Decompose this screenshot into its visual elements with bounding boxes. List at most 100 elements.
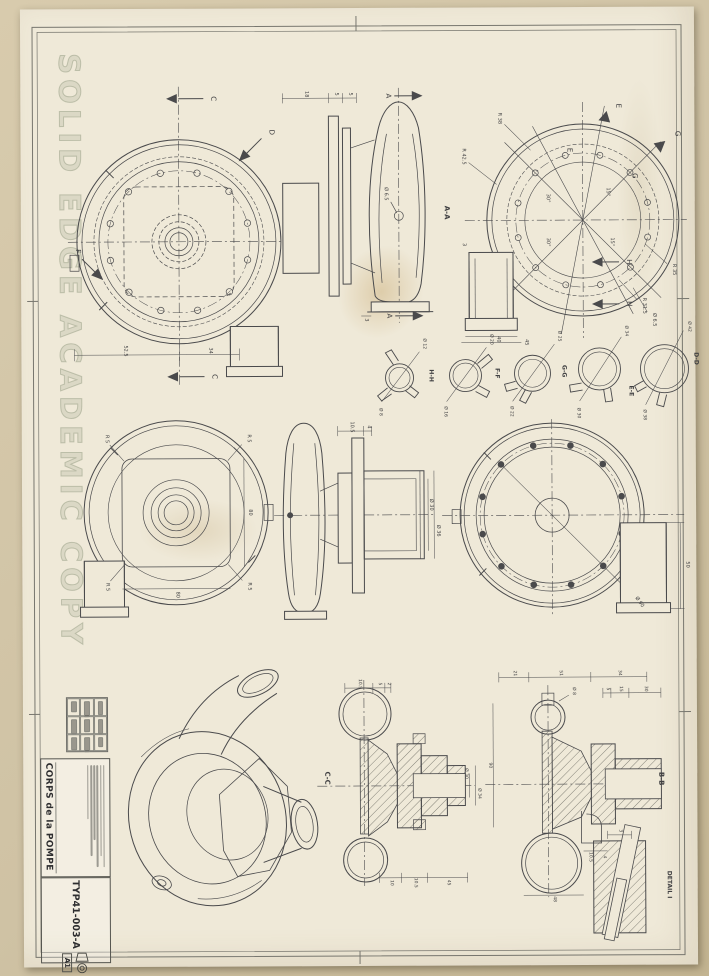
body-outline (127, 731, 287, 907)
square-boss (121, 458, 231, 568)
dim-lines (461, 336, 522, 343)
radius-leaders (468, 124, 668, 312)
dia-label: Ø 12 (421, 338, 428, 349)
dim-label: 30 (643, 686, 649, 692)
dim-label: 48 (552, 896, 558, 902)
web-section (551, 736, 592, 830)
cut-mark-c-bottom (167, 372, 205, 382)
dim-label: 3 (363, 318, 369, 321)
dim-label: 45 (446, 880, 452, 886)
angle-label: 30° (545, 238, 551, 247)
cut-label-e: E (614, 104, 622, 108)
dia-label: Ø 8 (378, 408, 385, 416)
flange-circles (93, 156, 265, 328)
hole-dia-label: Ø 8 (571, 687, 578, 695)
bore (604, 768, 662, 800)
bolt-holes (106, 169, 252, 314)
title-block: CORPS de la POMPE TYP41-003-A A1 (38, 697, 112, 973)
drawing-number: TYP41-003-A (70, 880, 82, 949)
parting-lug (263, 504, 274, 521)
dim-label: 52.5 (122, 345, 128, 356)
volute-side-profile (282, 422, 328, 620)
dim-label: 5 (333, 92, 339, 95)
dia-label: Ø 20 (488, 334, 495, 345)
radius-label: R 42.5 (461, 148, 467, 164)
cut-plane-lines (464, 102, 687, 339)
dim-lines (122, 458, 245, 590)
drain-boss (151, 875, 172, 891)
dim-lines (74, 348, 240, 362)
dim-lines (492, 671, 662, 896)
flange-plate (218, 757, 292, 877)
view-detail-i: DETAIL I 3 (593, 824, 673, 942)
dim-label: 5 (377, 682, 383, 685)
dia-label: Ø 38 (642, 409, 649, 420)
dia-label: Ø 25 (556, 331, 563, 342)
dim-label: 80 (174, 592, 180, 598)
corner-radius-label: R 5 (246, 582, 252, 590)
dim-label: 4 (366, 425, 372, 428)
cut-label-c-top: C (209, 96, 217, 101)
corner-leaders (109, 444, 243, 582)
revision-table (65, 697, 109, 753)
sheet-frame (27, 16, 691, 965)
corner-radius-label: R 5 (104, 583, 110, 591)
dim-lines (607, 830, 632, 839)
cut-label-g: G (673, 131, 681, 136)
radius-label: R 31.5 (641, 298, 647, 314)
view-section-g-g: Ø 22 Ø 25 G-G (503, 331, 568, 417)
flange-plate-1 (351, 437, 365, 594)
dim-label: 34 (207, 347, 213, 353)
cut-label-a-top: A (384, 93, 392, 98)
title-block-number: TYP41-003-A A1 (40, 877, 112, 973)
discharge-tube (178, 669, 279, 755)
drawing-sheet: SOLID EDGE ACADEMIC COPY (19, 6, 699, 973)
flange-plate-section (359, 737, 369, 835)
radius-label: R 35 (671, 264, 677, 275)
dim-label: 15 (618, 686, 624, 692)
shaft-steps (590, 743, 662, 825)
dim-label: 5 (605, 687, 611, 690)
section-label: G-G (560, 365, 567, 377)
corner-radius-label: R 5 (104, 435, 110, 443)
projection-symbol-icon (75, 952, 89, 973)
view-section-d-d: Ø 38 Ø 42 D-D (633, 321, 699, 420)
drawing-title: CORPS de la POMPE (43, 762, 54, 871)
section-label: D-D (692, 352, 699, 365)
dia-label: Ø 16 (443, 406, 450, 417)
dim-label: 3 (617, 829, 623, 832)
flange-ring (475, 438, 629, 592)
tolerance-notes (55, 762, 108, 874)
view-side-middle: 10.5 4 Ø 30 Ø 36 (274, 421, 442, 620)
view-rear-middle-left: R 5 R 5 R 5 R 5 80 80 (80, 420, 274, 618)
center-bore (534, 497, 570, 533)
angle-label: 15° (609, 237, 615, 246)
bore (412, 773, 466, 799)
section-label: E-E (628, 385, 635, 396)
section-label-c-c: C-C (323, 771, 331, 784)
volute-ring-bottom (521, 832, 583, 894)
parting-lug (451, 509, 462, 524)
hole-dia-label: Ø 6.5 (651, 313, 658, 327)
radius-label: R 38 (496, 113, 502, 124)
front-boss (186, 768, 269, 861)
view-section-h-h: Ø 8 Ø 12 H-H (376, 338, 435, 416)
title-block-main: CORPS de la POMPE (40, 758, 111, 878)
dim-label: 10.5 (588, 852, 594, 862)
dim-lines (337, 425, 435, 559)
cut-mark-a-bottom (395, 310, 424, 321)
cut-mark-d (238, 138, 262, 162)
cut-label-e: E (566, 148, 574, 152)
cut-label-h: H (625, 259, 633, 264)
detail-label: DETAIL I (666, 871, 673, 899)
discharge-pipe (616, 522, 672, 614)
dim-label: 18 (303, 91, 309, 97)
dim-lines (344, 682, 476, 883)
view-section-c-c: C-C 10.5 5 2 10 10.5 45 Ø 30 Ø 34 (317, 679, 483, 888)
elbow-passage (581, 811, 602, 844)
dim-label: 10 (389, 880, 395, 886)
dim-label: 34 (617, 670, 623, 676)
shaft-steps (396, 733, 466, 831)
dim-label: 5 (347, 92, 353, 95)
flange-plate-1 (327, 115, 340, 297)
